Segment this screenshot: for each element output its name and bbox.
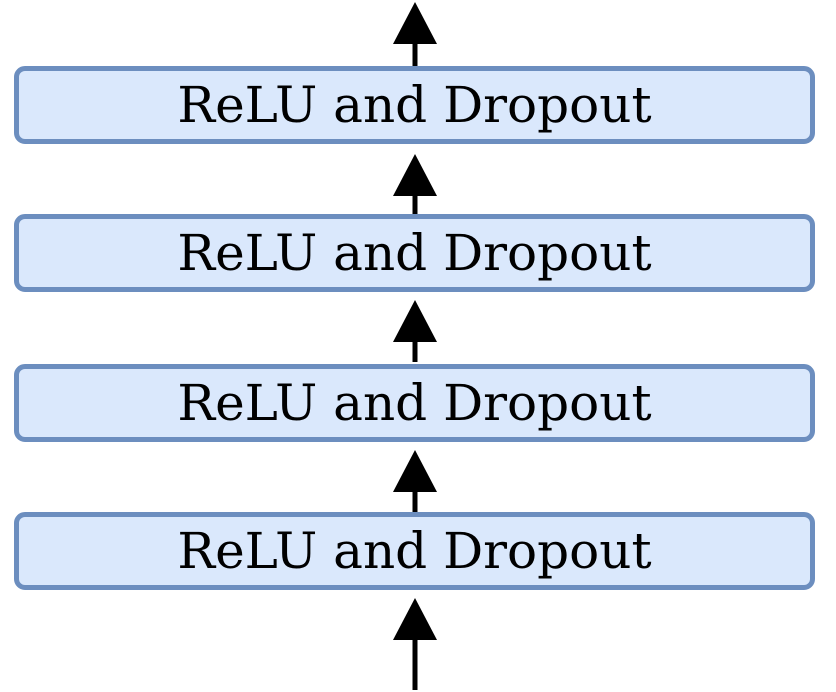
output-arrow: [393, 2, 437, 66]
block-label: ReLU and Dropout: [177, 522, 652, 580]
connector-arrow: [393, 154, 437, 214]
connector-arrow: [393, 300, 437, 362]
relu-dropout-block-2: ReLU and Dropout: [14, 364, 815, 442]
block-label: ReLU and Dropout: [177, 224, 652, 282]
relu-dropout-block-4: ReLU and Dropout: [14, 66, 815, 144]
relu-dropout-block-3: ReLU and Dropout: [14, 214, 815, 292]
input-arrow: [393, 598, 437, 690]
relu-dropout-block-1: ReLU and Dropout: [14, 512, 815, 590]
block-label: ReLU and Dropout: [177, 374, 652, 432]
block-label: ReLU and Dropout: [177, 76, 652, 134]
connector-arrow: [393, 450, 437, 512]
